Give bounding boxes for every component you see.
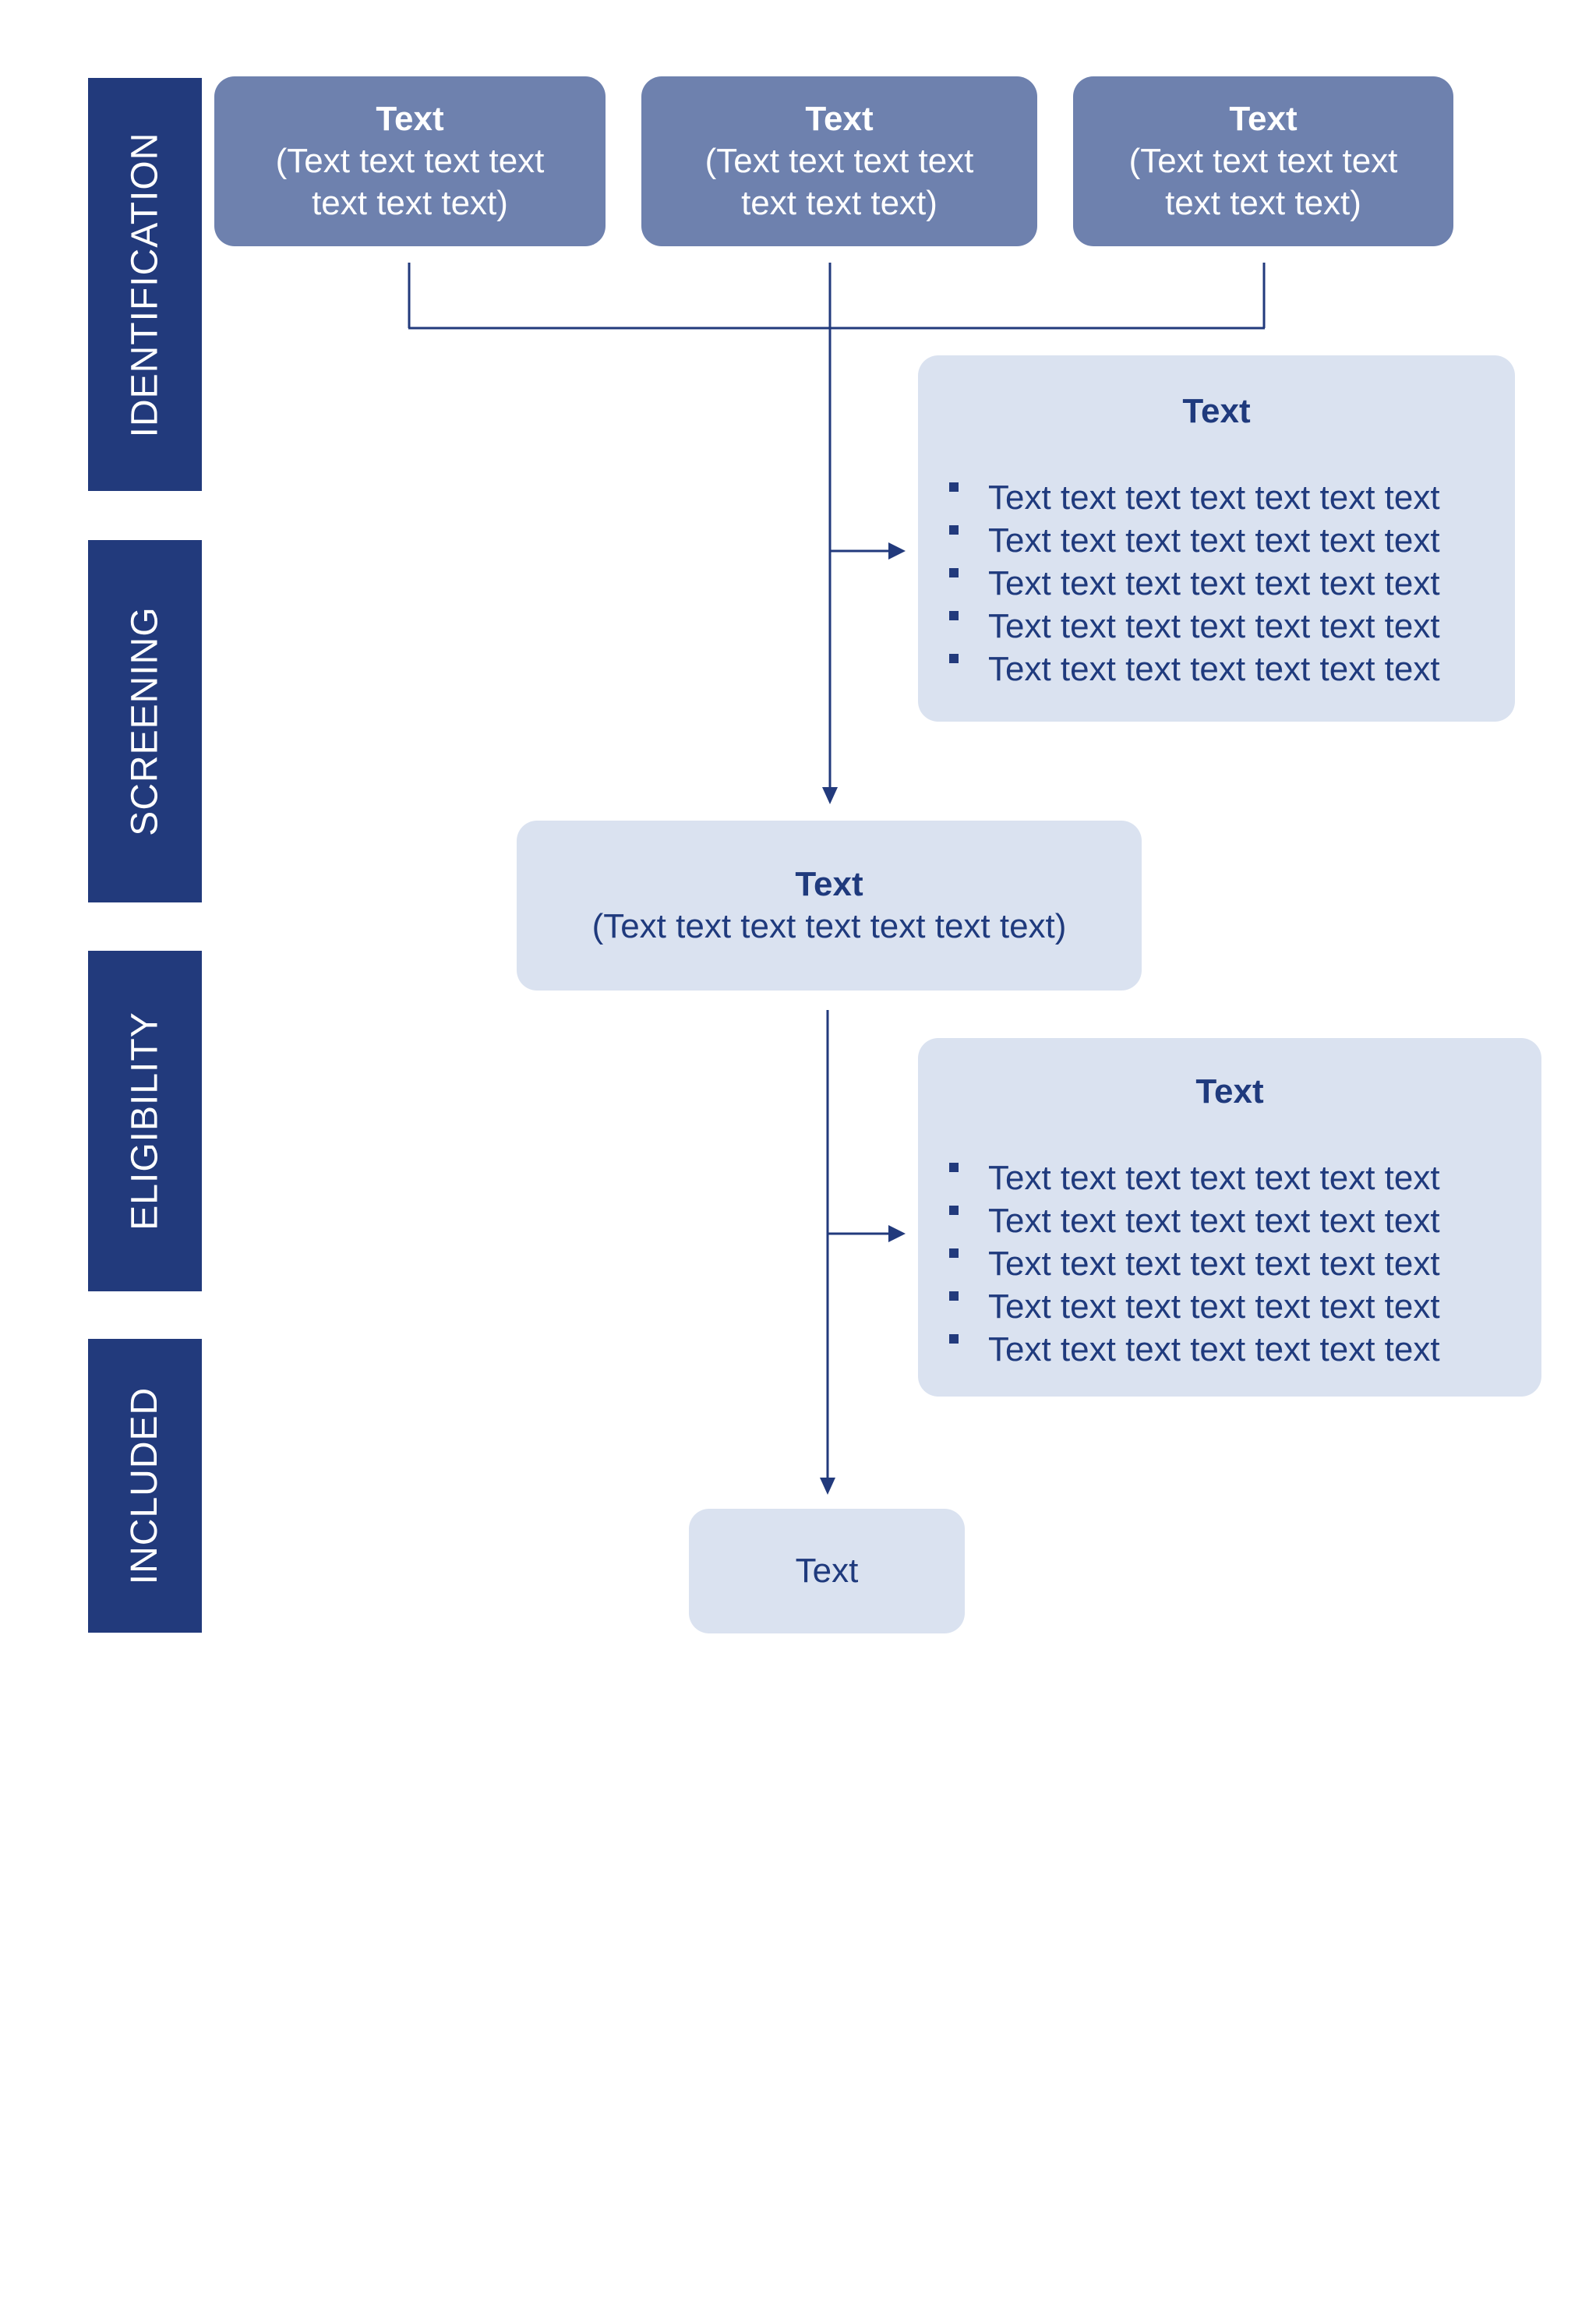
bullet-icon (949, 1205, 959, 1215)
identification-source-box-3: Text (Text text text text text text text… (1073, 76, 1453, 246)
eligibility-exclusion-box: Text Text text text text text text text … (918, 1038, 1541, 1397)
list-item-text: Text text text text text text text (988, 1287, 1440, 1326)
stage-identification: IDENTIFICATION (88, 78, 202, 491)
bullet-icon (949, 567, 959, 577)
source-box-1-subtitle: (Text text text text text text text) (275, 142, 545, 222)
list-item: Text text text text text text text (949, 648, 1440, 690)
eligibility-exclusion-title: Text (1195, 1072, 1264, 1111)
list-item-text: Text text text text text text text (988, 1245, 1440, 1283)
list-item: Text text text text text text text (949, 476, 1440, 519)
bullet-icon (949, 1162, 959, 1172)
arrowhead-included (820, 1478, 835, 1495)
source-box-1-title: Text (376, 100, 444, 138)
arrowhead-eligibility-exclusion (888, 1225, 906, 1242)
list-item-text: Text text text text text text text (988, 607, 1440, 645)
stage-eligibility: ELIGIBILITY (88, 951, 202, 1291)
screening-exclusion-box: Text Text text text text text text text … (918, 355, 1515, 722)
bullet-icon (949, 1333, 959, 1344)
list-item-text: Text text text text text text text (988, 1202, 1440, 1240)
list-item: Text text text text text text text (949, 562, 1440, 605)
list-item: Text text text text text text text (949, 1157, 1440, 1199)
source-box-2-subtitle: (Text text text text text text text) (704, 142, 974, 222)
bullet-icon (949, 524, 959, 535)
stage-screening: SCREENING (88, 540, 202, 902)
bullet-icon (949, 653, 959, 663)
arrowhead-screening-exclusion (888, 542, 906, 560)
list-item-text: Text text text text text text text (988, 564, 1440, 602)
list-item-text: Text text text text text text text (988, 1159, 1440, 1197)
included-box: Text (689, 1509, 965, 1633)
list-item: Text text text text text text text (949, 1199, 1440, 1242)
list-item: Text text text text text text text (949, 1285, 1440, 1328)
source-box-3-title: Text (1229, 100, 1298, 138)
identification-source-box-2: Text (Text text text text text text text… (641, 76, 1037, 246)
screening-exclusion-list: Text text text text text text text Text … (949, 476, 1440, 690)
list-item: Text text text text text text text (949, 1328, 1440, 1371)
bullet-icon (949, 610, 959, 620)
list-item: Text text text text text text text (949, 1242, 1440, 1285)
identification-source-box-1: Text (Text text text text text text text… (214, 76, 606, 246)
list-item-text: Text text text text text text text (988, 521, 1440, 560)
list-item: Text text text text text text text (949, 519, 1440, 562)
source-box-3-subtitle: (Text text text text text text text) (1128, 142, 1398, 222)
source-box-2-title: Text (805, 100, 874, 138)
stage-included: INCLUDED (88, 1339, 202, 1633)
included-box-label: Text (795, 1552, 859, 1590)
records-screened-subtitle: (Text text text text text text text) (591, 907, 1067, 945)
bullet-icon (949, 1248, 959, 1258)
eligibility-exclusion-list: Text text text text text text text Text … (949, 1157, 1440, 1371)
bullet-icon (949, 1291, 959, 1301)
records-screened-box: Text (Text text text text text text text… (517, 821, 1142, 991)
screening-exclusion-title: Text (1182, 392, 1251, 430)
arrowhead-screened (822, 787, 838, 804)
list-item: Text text text text text text text (949, 605, 1440, 648)
bullet-icon (949, 482, 959, 492)
records-screened-title: Text (795, 865, 863, 903)
list-item-text: Text text text text text text text (988, 1330, 1440, 1368)
list-item-text: Text text text text text text text (988, 479, 1440, 517)
list-item-text: Text text text text text text text (988, 650, 1440, 688)
